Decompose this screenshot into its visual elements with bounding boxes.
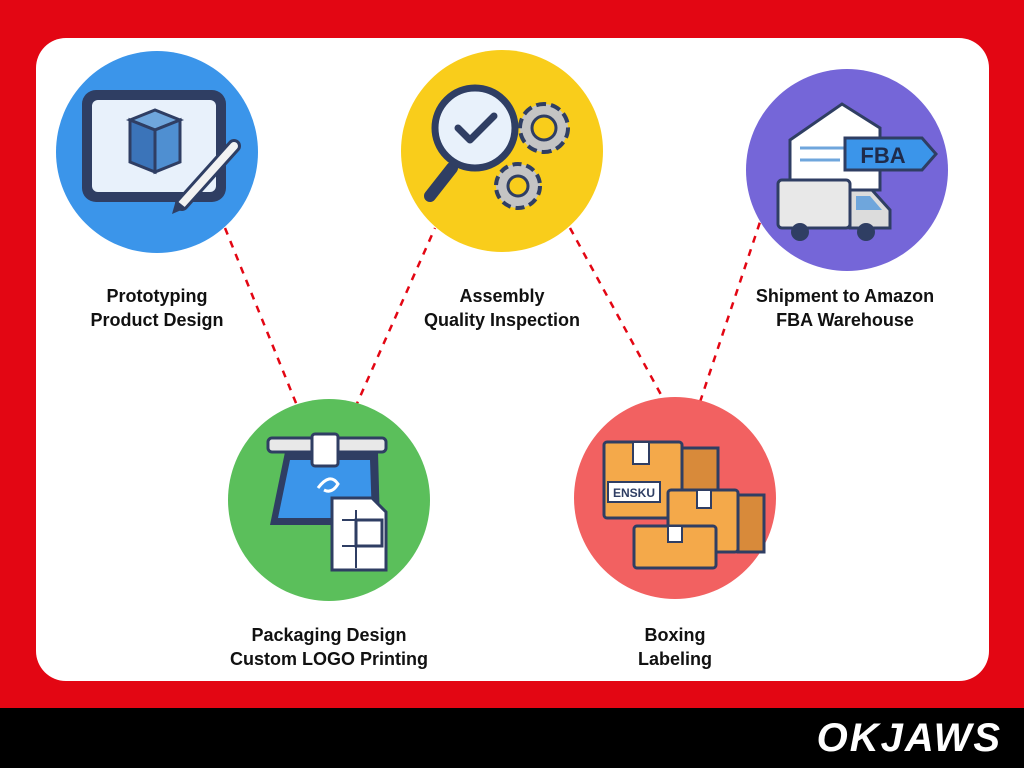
connector-4-5 bbox=[698, 221, 762, 403]
step-label-shipment: Shipment to Amazon FBA Warehouse bbox=[730, 284, 960, 332]
boxes-icon: ENSKU bbox=[602, 440, 766, 570]
step-label-packaging: Packaging Design Custom LOGO Printing bbox=[199, 623, 459, 671]
step-circle-prototyping bbox=[56, 51, 258, 253]
step-circle-shipment: FBA bbox=[746, 69, 948, 271]
step-label-packaging-line1: Packaging Design bbox=[251, 625, 407, 645]
step-label-assembly: Assembly Quality Inspection bbox=[392, 284, 612, 332]
process-diagram: ENSKU FBA bbox=[56, 50, 948, 601]
step-label-prototyping: Prototyping Product Design bbox=[57, 284, 257, 332]
printer-icon bbox=[266, 432, 388, 572]
box-label-text: ENSKU bbox=[613, 486, 655, 500]
step-circle-assembly bbox=[401, 50, 603, 252]
step-label-boxing-line2: Labeling bbox=[637, 649, 712, 669]
step-label-shipment-line1: Shipment to Amazon bbox=[755, 286, 935, 306]
fba-truck-icon: FBA bbox=[776, 102, 938, 241]
step-label-prototyping-line1: Prototyping bbox=[106, 286, 208, 306]
tablet-design-icon bbox=[82, 90, 241, 214]
step-circle-packaging bbox=[228, 399, 430, 601]
fba-sign-text: FBA bbox=[860, 143, 905, 168]
connector-3-4 bbox=[568, 227, 667, 403]
footer-bar: OKJAWS bbox=[0, 708, 1024, 768]
step-label-shipment-line2: FBA Warehouse bbox=[776, 310, 914, 330]
step-label-packaging-line2: Custom LOGO Printing bbox=[230, 649, 428, 669]
step-circle-boxing: ENSKU bbox=[574, 397, 776, 599]
connector-2-3 bbox=[353, 227, 437, 409]
brand-logo: OKJAWS bbox=[816, 716, 1002, 760]
step-label-prototyping-line2: Product Design bbox=[90, 310, 224, 330]
connector-1-2 bbox=[223, 227, 300, 409]
step-label-boxing: Boxing Labeling bbox=[585, 623, 765, 671]
step-label-assembly-line2: Quality Inspection bbox=[423, 310, 581, 330]
step-label-assembly-line1: Assembly bbox=[459, 286, 545, 306]
step-label-boxing-line1: Boxing bbox=[644, 625, 706, 645]
magnifier-gears-icon bbox=[424, 84, 570, 210]
